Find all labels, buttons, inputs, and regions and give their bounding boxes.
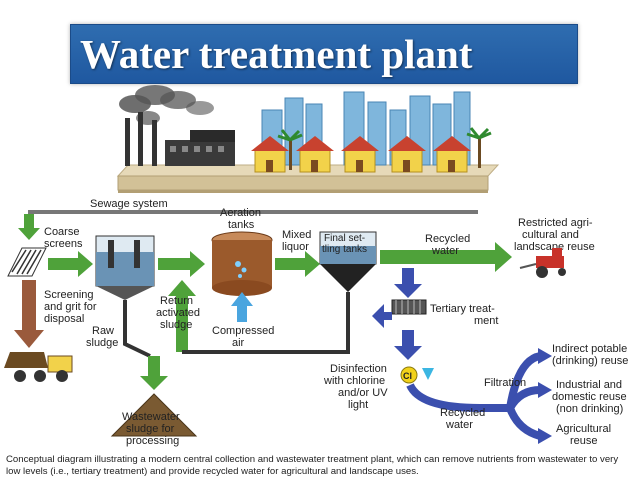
tertiary-filter-icon bbox=[391, 299, 427, 315]
recycled-water-bottom-flow bbox=[406, 383, 510, 412]
coarse-screens-icon bbox=[7, 247, 47, 277]
indirect-potable-label: Indirect potable (drinking) reuse bbox=[552, 343, 630, 367]
return-sludge-label: Return activated sludge bbox=[156, 295, 203, 331]
main-flow-arrows bbox=[48, 242, 512, 277]
sludge-down-arrow bbox=[140, 356, 168, 390]
agricultural-reuse-label: Agricultural reuse bbox=[556, 423, 614, 447]
aeration-tank-icon bbox=[211, 231, 273, 296]
sludge-pile-icon bbox=[110, 393, 198, 437]
tertiary-return-arrow bbox=[372, 304, 392, 328]
factory-icon bbox=[125, 112, 235, 166]
industrial-reuse-label: Industrial and domestic reuse (non drink… bbox=[552, 379, 630, 415]
recycled-water-top-label: Recycled water bbox=[425, 233, 473, 257]
return-sludge-line bbox=[182, 292, 350, 354]
raw-sludge-label: Raw sludge bbox=[86, 325, 118, 349]
compressed-air-arrow bbox=[231, 292, 253, 322]
aeration-tanks-label: Aeration tanks bbox=[220, 207, 264, 231]
houses-icon bbox=[251, 136, 471, 173]
mixed-liquor-label: Mixed liquor bbox=[282, 229, 314, 253]
recycled-water-bottom-label: Recycled water bbox=[440, 407, 488, 431]
title-banner bbox=[70, 24, 578, 84]
restricted-reuse-label: Restricted agri- cultural and landscape … bbox=[514, 217, 596, 253]
filtration-label: Filtration bbox=[484, 377, 526, 389]
svg-text:Cl: Cl bbox=[403, 371, 412, 381]
screening-label: Screening and grit for disposal bbox=[44, 289, 100, 325]
primary-tank-icon bbox=[95, 235, 155, 300]
tractor-icon bbox=[519, 248, 566, 278]
final-settling-label: Final set- tling tanks bbox=[322, 233, 368, 255]
distribution-arrows bbox=[506, 352, 542, 440]
coarse-screens-label: Coarse screens bbox=[44, 226, 83, 250]
chlorine-badge: Cl bbox=[400, 366, 434, 384]
smoke-icon bbox=[119, 85, 214, 125]
distribution-arrowheads bbox=[538, 348, 552, 444]
dump-truck-icon bbox=[4, 352, 73, 382]
disinfection-down-arrow bbox=[394, 330, 422, 360]
disinfection-label: Disinfection with chlorine and/or UV lig… bbox=[323, 363, 391, 411]
wastewater-sludge-label: Wastewater sludge for processing bbox=[122, 411, 183, 447]
return-sludge-arrow bbox=[168, 280, 196, 352]
tertiary-label: Tertiary treat- ment bbox=[430, 303, 498, 327]
city-ground bbox=[116, 164, 500, 193]
raw-sludge-line bbox=[123, 300, 151, 358]
palm-tree-icon bbox=[277, 127, 492, 170]
page-title: Water treatment plant bbox=[80, 31, 473, 77]
sewage-down-arrow bbox=[18, 214, 40, 240]
figure-caption: Conceptual diagram illustrating a modern… bbox=[6, 454, 619, 477]
compressed-air-label: Compressed air bbox=[212, 325, 277, 349]
final-settling-tank-icon bbox=[319, 231, 377, 292]
sewage-system-label: Sewage system bbox=[90, 198, 168, 210]
screening-down-arrow bbox=[14, 280, 44, 348]
tertiary-down-arrow bbox=[394, 268, 422, 298]
